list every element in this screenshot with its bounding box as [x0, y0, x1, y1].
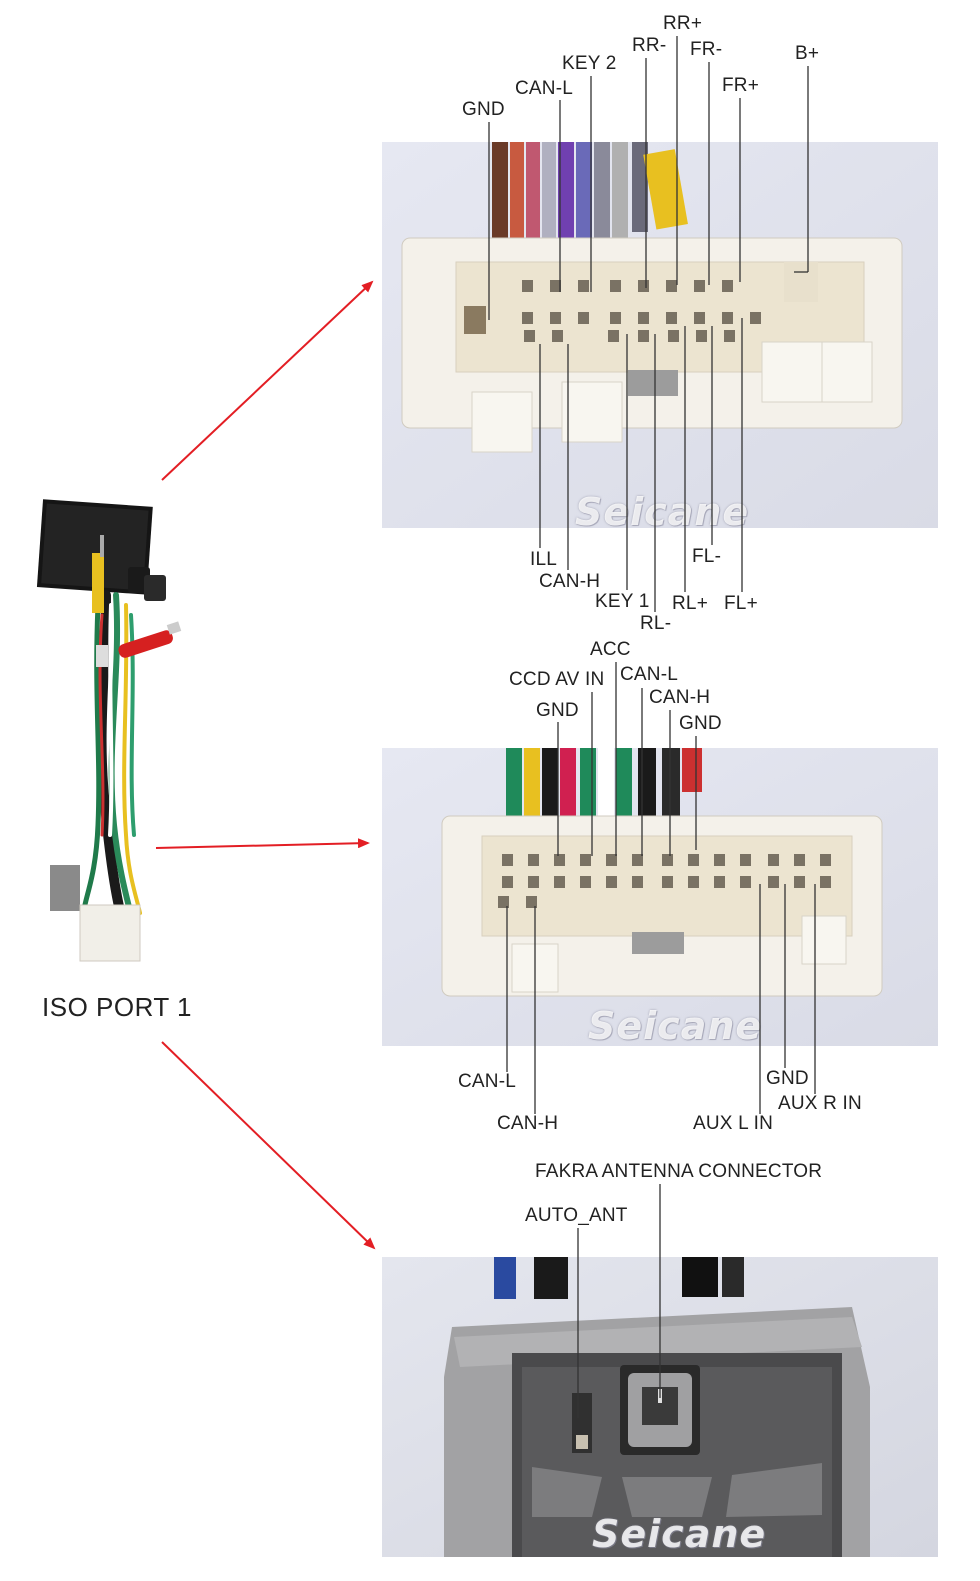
c1-top-label-b-plus: B+ — [795, 43, 820, 64]
pin-cavity — [632, 854, 643, 866]
pin-cavity — [550, 280, 561, 292]
pin-cavity — [820, 854, 831, 866]
pin-cavity — [688, 854, 699, 866]
pin-cavity — [502, 854, 513, 866]
c1-top-label-rr-plus: RR+ — [663, 13, 703, 34]
pin-cavity — [722, 280, 733, 292]
brand-watermark-2: Seicane — [588, 1004, 763, 1048]
c2-top-label-ccd-av-in: CCD AV IN — [509, 669, 605, 690]
c1-bottom-label-key1: KEY 1 — [595, 591, 650, 612]
c1-top-label-can-l: CAN-L — [515, 78, 574, 99]
pin-cavity — [638, 280, 649, 292]
pin-cavity — [662, 876, 673, 888]
pin-cavity — [580, 854, 591, 866]
c1-top-label-key2: KEY 2 — [562, 53, 617, 74]
c2-top-label-gnd: GND — [536, 700, 579, 721]
connector2-image — [382, 748, 938, 1046]
pin-cavity — [578, 280, 589, 292]
pin-cavity — [526, 896, 537, 908]
connector1-image — [382, 142, 938, 528]
c3-label-fakra-antenna: FAKRA ANTENNA CONNECTOR — [535, 1161, 823, 1182]
pin-cavity — [606, 876, 617, 888]
pin-cavity — [794, 876, 805, 888]
pin-cavity — [522, 280, 533, 292]
connector3-image — [382, 1257, 938, 1557]
pin-cavity — [550, 312, 561, 324]
pin-cavity — [638, 312, 649, 324]
pin-cavity — [554, 876, 565, 888]
pin-cavity — [714, 854, 725, 866]
c2-bottom-label-can-l: CAN-L — [458, 1071, 517, 1092]
pin-cavity — [632, 876, 643, 888]
pin-cavity — [688, 876, 699, 888]
pin-cavity — [662, 854, 673, 866]
pin-cavity — [608, 330, 619, 342]
pin-cavity — [740, 876, 751, 888]
c1-bottom-label-ill: ILL — [530, 549, 558, 570]
pin-cavity — [768, 876, 779, 888]
c1-top-label-fr-plus: FR+ — [722, 75, 760, 96]
c2-bottom-label-gnd: GND — [766, 1068, 809, 1089]
pin-cavity — [528, 876, 539, 888]
pin-cavity — [610, 280, 621, 292]
pin-cavity — [524, 330, 535, 342]
c1-top-label-rr-minus: RR- — [632, 35, 667, 56]
pin-cavity — [502, 876, 513, 888]
c1-bottom-label-fl-plus: FL+ — [724, 593, 758, 614]
c2-bottom-label-aux-l-in: AUX L IN — [693, 1113, 774, 1134]
pin-cavity — [694, 312, 705, 324]
pin-cavity — [794, 854, 805, 866]
pin-cavity — [768, 854, 779, 866]
c2-top-label-gnd-2: GND — [679, 713, 722, 734]
c2-top-label-acc: ACC — [590, 639, 631, 660]
pin-cavity — [606, 854, 617, 866]
pin-cavity — [528, 854, 539, 866]
arrow-to-connector2 — [155, 838, 370, 849]
c1-bottom-label-can-h: CAN-H — [539, 571, 601, 592]
pin-cavity — [522, 312, 533, 324]
pin-cavity — [552, 330, 563, 342]
pin-cavity — [666, 312, 677, 324]
pin-cavity — [694, 280, 705, 292]
c1-bottom-label-rl-plus: RL+ — [672, 593, 708, 614]
c2-top-label-can-l: CAN-L — [620, 664, 679, 685]
pin-cavity — [668, 330, 679, 342]
pin-cavity — [724, 330, 735, 342]
arrow-to-connector1 — [161, 280, 374, 481]
brand-watermark-1: Seicane — [575, 490, 750, 534]
pin-cavity — [714, 876, 725, 888]
pin-cavity — [696, 330, 707, 342]
c1-top-label-fr-minus: FR- — [690, 39, 723, 60]
pin-cavity — [638, 330, 649, 342]
harness-image — [36, 495, 186, 975]
pin-cavity — [750, 312, 761, 324]
pin-cavity — [580, 876, 591, 888]
pin-cavity — [666, 280, 677, 292]
brand-watermark-3: Seicane — [592, 1512, 767, 1556]
pin-cavity — [610, 312, 621, 324]
c1-bottom-label-rl-minus: RL- — [640, 613, 672, 634]
pin-cavity — [740, 854, 751, 866]
c2-bottom-label-aux-r-in: AUX R IN — [778, 1093, 862, 1114]
pin-cavity — [554, 854, 565, 866]
c1-bottom-label-fl-minus: FL- — [692, 546, 722, 567]
pin-cavity — [820, 876, 831, 888]
pin-cavity — [722, 312, 733, 324]
c3-label-auto-ant: AUTO_ANT — [525, 1205, 628, 1226]
c2-top-label-can-h: CAN-H — [649, 687, 711, 708]
iso-port-label: ISO PORT 1 — [42, 992, 192, 1022]
c1-top-label-gnd: GND — [462, 99, 505, 120]
arrow-to-connector3 — [161, 1041, 376, 1250]
c2-bottom-label-can-h: CAN-H — [497, 1113, 559, 1134]
pin-cavity — [498, 896, 509, 908]
pin-cavity — [578, 312, 589, 324]
